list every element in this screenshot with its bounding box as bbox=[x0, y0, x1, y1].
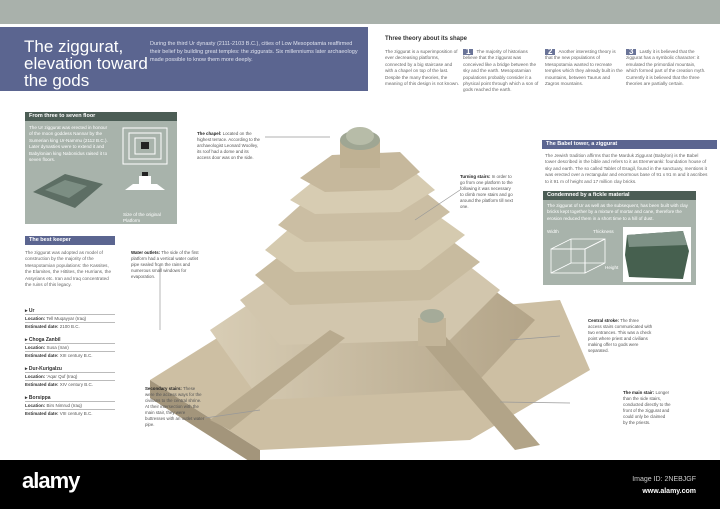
brick-diagram bbox=[550, 227, 691, 282]
number-badge: 2 bbox=[545, 47, 556, 56]
number-badge: 1 bbox=[463, 47, 474, 56]
main-stair bbox=[420, 330, 540, 450]
site-name: ▸ Dur-Kurigalzu bbox=[25, 366, 62, 372]
sites-list: ▸ Ur Location: Tell Muqayyar (Iraq)Estim… bbox=[25, 308, 115, 417]
top-band bbox=[0, 0, 720, 24]
material-text: The ziggurat of Ur as well as the subseq… bbox=[547, 203, 688, 221]
site-date: Estimated date: XIV century B.C. bbox=[25, 380, 115, 388]
keeper-text: The ziggurat was adopted as model of con… bbox=[25, 250, 112, 288]
theory-text: Another interesting theory is that the n… bbox=[545, 49, 623, 87]
footer-bar bbox=[0, 460, 720, 509]
site-date: Estimated date: 2100 B.C. bbox=[25, 322, 115, 330]
chapel bbox=[340, 127, 380, 168]
depth-label: Thickness bbox=[593, 229, 614, 234]
callout-water-outlets: Water outlets: The side of the first pla… bbox=[131, 250, 199, 279]
number-badge: 3 bbox=[626, 47, 637, 56]
secondary-stair bbox=[210, 330, 345, 430]
theory-heading: Three theory about its shape bbox=[385, 36, 468, 42]
plan-view bbox=[122, 127, 168, 165]
theory-text: The majority of historians believe that … bbox=[463, 49, 539, 93]
brick-wireframe bbox=[550, 238, 606, 274]
site-ur: ▸ Ur Location: Tell Muqayyar (Iraq)Estim… bbox=[25, 308, 115, 330]
theory-text: Lastly it is believed that the ziggurat … bbox=[626, 49, 706, 87]
floors-heading: From three to seven floor bbox=[25, 112, 177, 121]
callout-chapel: The chapel: Located on the highest terra… bbox=[197, 131, 260, 160]
ziggurat-illustration bbox=[150, 127, 590, 460]
theory-intro: The ziggurat is a superimposition of eve… bbox=[385, 49, 460, 87]
tier-7 bbox=[300, 152, 420, 192]
site-date: Estimated date: XIII century B.C. bbox=[25, 351, 115, 359]
floors-caption: Size of the original Platform bbox=[123, 212, 161, 224]
floors-panel: From three to seven floor The Ur ziggura… bbox=[25, 112, 177, 224]
callout-turning-stairs: Turning stairs: In order to go from one … bbox=[460, 174, 513, 209]
callout-secondary-stairs: Secondary stairs: These were the access … bbox=[145, 386, 205, 427]
site-choga-zanbil: ▸ Choga Zanbil Location: Susa (Iran)Esti… bbox=[25, 337, 115, 359]
site-location: Location: Birs Nimrud (Iraq) bbox=[25, 401, 115, 409]
site-name: ▸ Borsippa bbox=[25, 395, 51, 401]
callout-central-stroke: Central stroke: The three access stairs … bbox=[588, 318, 653, 353]
babel-heading: The Babel tower, a ziggurat bbox=[542, 140, 717, 149]
width-label: Width bbox=[547, 229, 559, 234]
site-borsippa: ▸ Borsippa Location: Birs Nimrud (Iraq)E… bbox=[25, 395, 115, 417]
site-dur-kurigalzu: ▸ Dur-Kurigalzu Location: 'Aqar Quf (Ira… bbox=[25, 366, 115, 388]
gate-tower bbox=[418, 309, 446, 346]
site-name: ▸ Ur bbox=[25, 308, 35, 314]
floors-diagram bbox=[33, 127, 168, 208]
height-label: Height bbox=[605, 265, 619, 270]
plan-chapel bbox=[141, 142, 149, 149]
babel-text: The Jewish tradition affirms that the Ma… bbox=[545, 153, 708, 184]
image-id-text: Image ID: 2NEBJGF bbox=[632, 476, 696, 483]
site-location: Location: Tell Muqayyar (Iraq) bbox=[25, 314, 115, 322]
material-heading: Condemned by a fickle material bbox=[543, 191, 696, 200]
alamy-logo: alamy bbox=[22, 468, 80, 493]
intro-text: During the third Ur dynasty (2111-2103 B… bbox=[150, 41, 358, 63]
site-location: Location: Susa (Iran) bbox=[25, 343, 115, 351]
callout-lines bbox=[159, 136, 571, 419]
page-title: The ziggurat, elevation toward the gods bbox=[24, 37, 148, 90]
callout-main-stair: The main stair: Longer than the side sta… bbox=[623, 390, 671, 425]
floors-text: The Ur ziggurat was erected in honour of… bbox=[29, 125, 108, 163]
site-location: Location: 'Aqar Quf (Iraq) bbox=[25, 372, 115, 380]
footer-url[interactable]: www.alamy.com bbox=[642, 488, 696, 495]
material-panel: Condemned by a fickle material The ziggu… bbox=[543, 191, 696, 285]
elevation-view bbox=[125, 184, 165, 190]
site-date: Estimated date: VIII century B.C. bbox=[25, 409, 115, 417]
title-banner bbox=[0, 27, 368, 91]
keeper-heading: The best keeper bbox=[25, 236, 115, 245]
image-id: Image ID: 2NEBJGF www.alamy.com bbox=[632, 474, 696, 498]
site-name: ▸ Choga Zanbil bbox=[25, 337, 61, 343]
